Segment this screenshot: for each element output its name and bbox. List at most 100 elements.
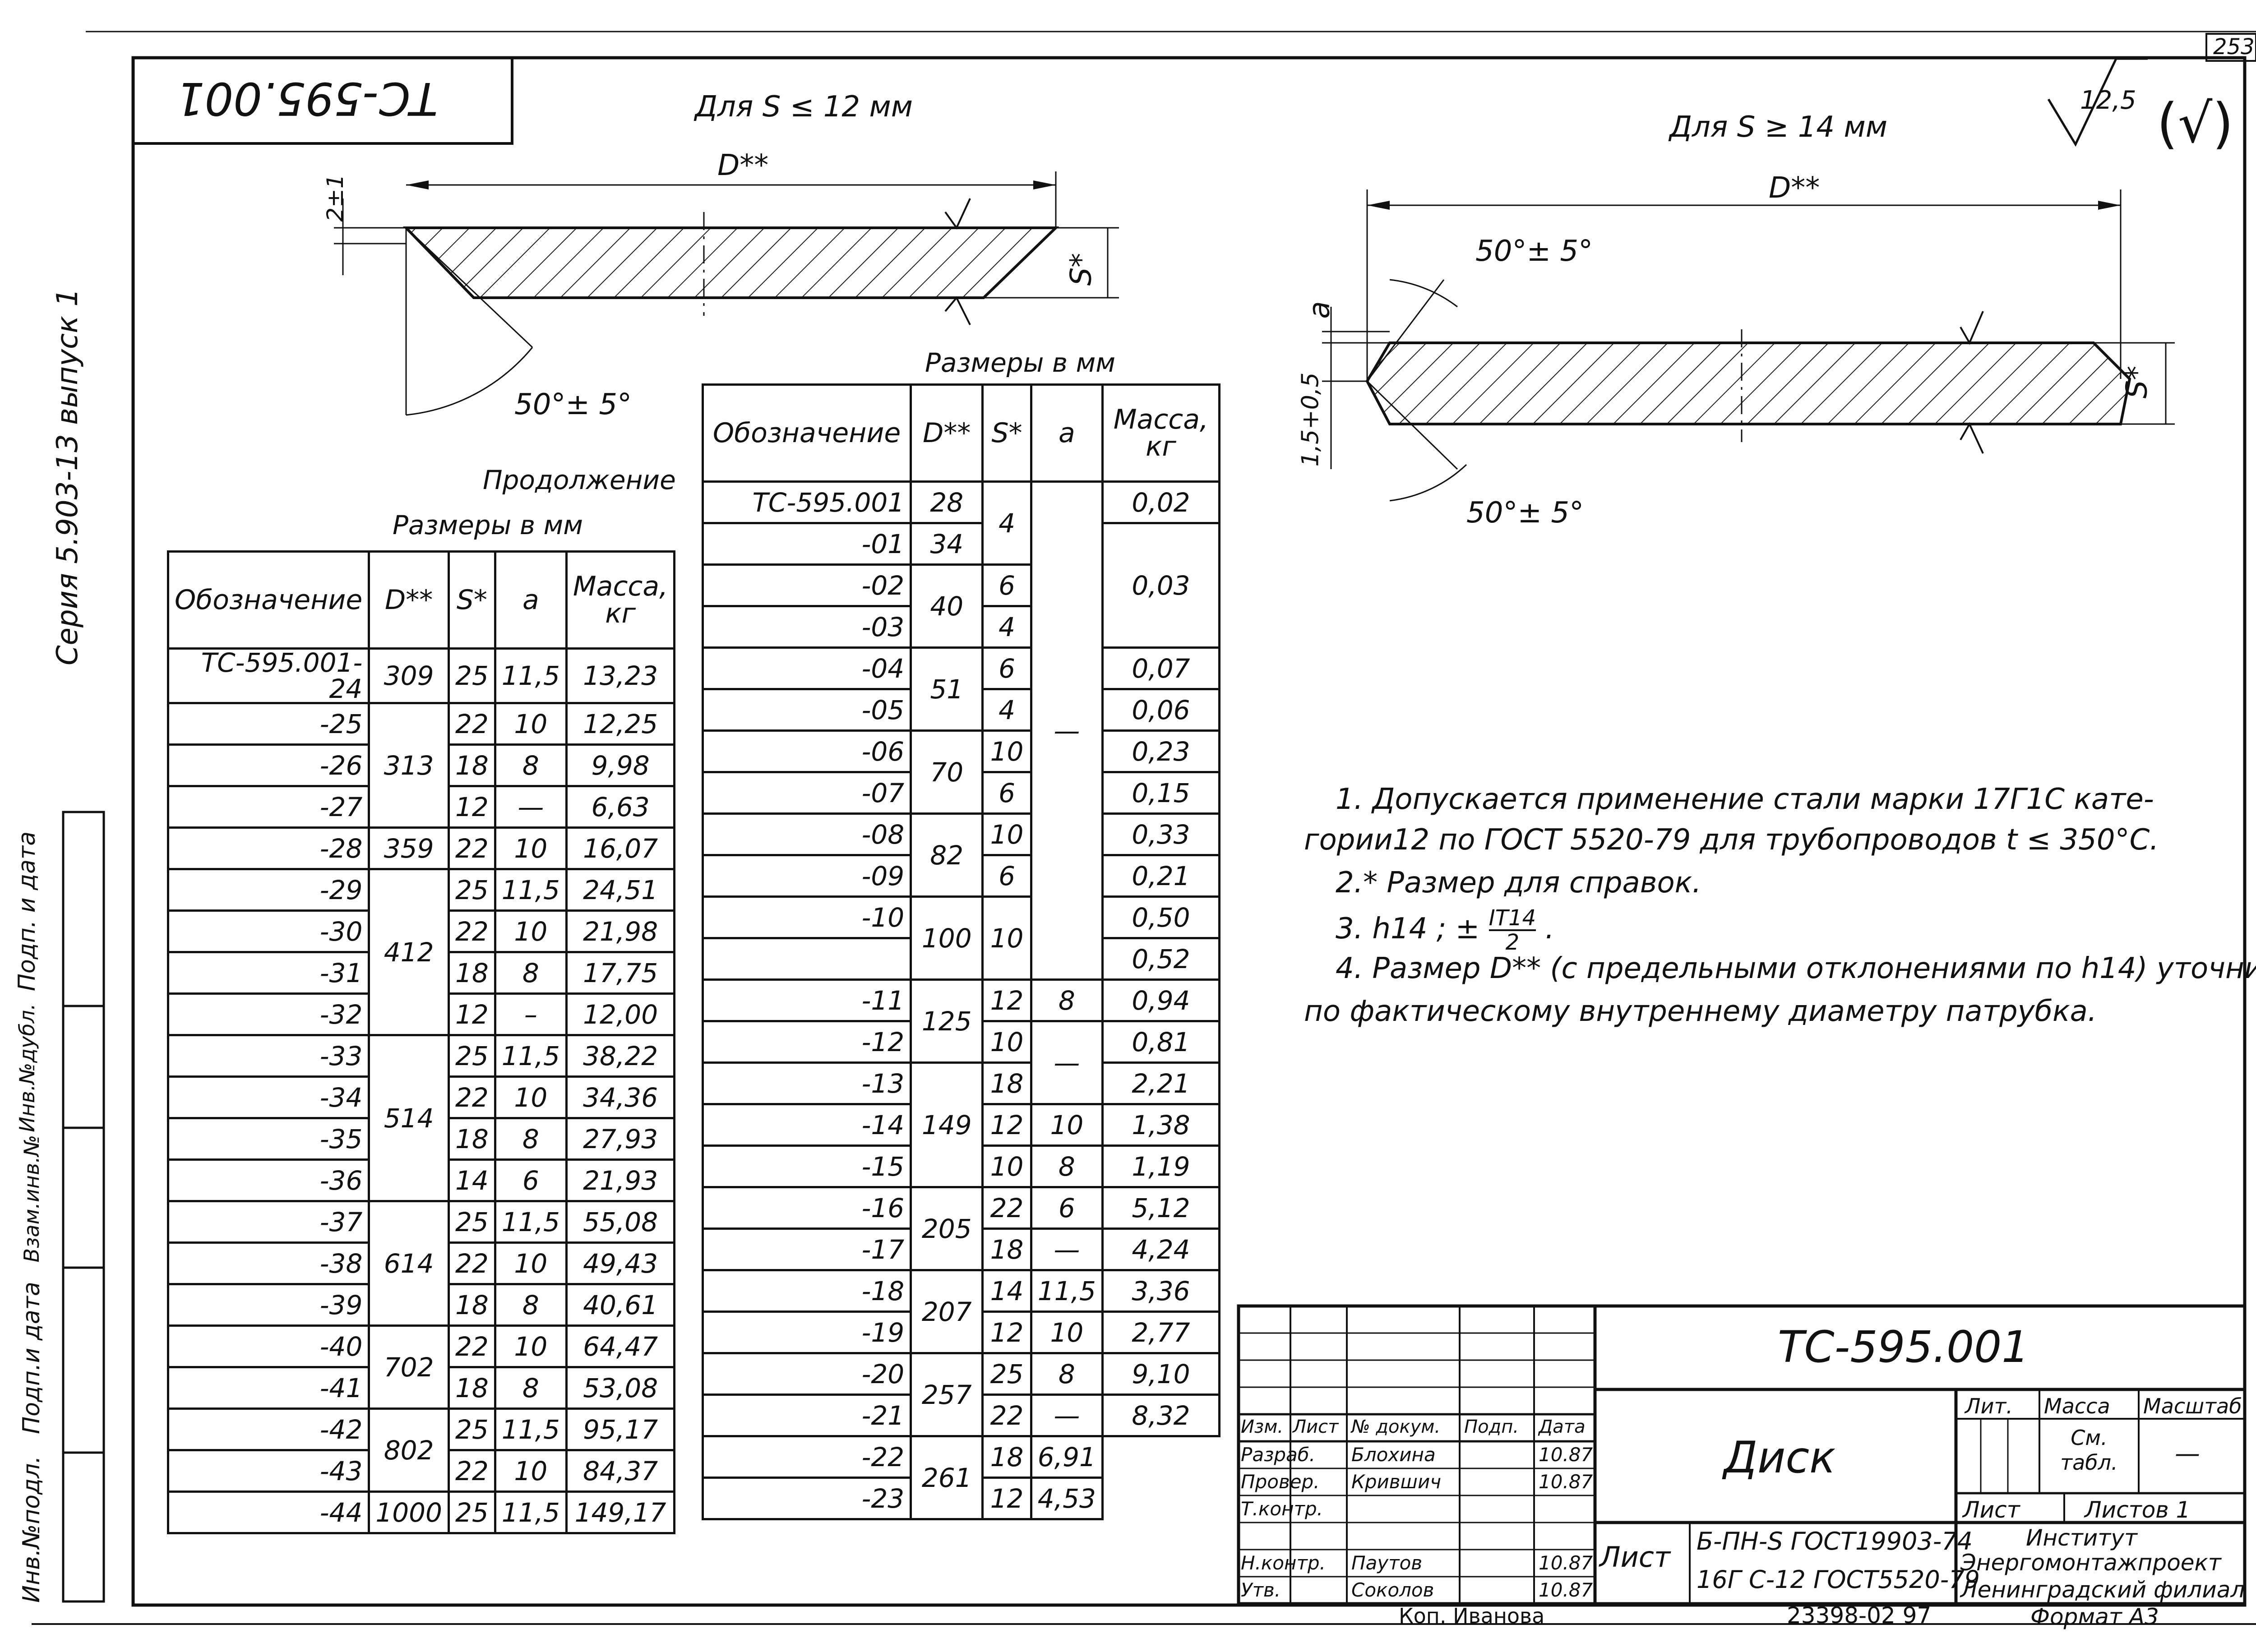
cell-diameter: 34 [910, 522, 984, 566]
cell-mass: 0,07 [1101, 646, 1221, 690]
note-3-prefix: 3. h14 ; ± [1336, 912, 1480, 946]
drawing-small-angle: 50°± 5° [514, 388, 632, 421]
cell-thickness: 22 [981, 1186, 1032, 1230]
designation-box [132, 56, 513, 145]
th-mass: Масса, кг [1101, 383, 1221, 483]
cell-a: 10 [494, 1449, 568, 1493]
cell-a: 11,5 [494, 1034, 568, 1078]
cell-a: 10 [1030, 1311, 1104, 1354]
tb-row-date: 10.87 [1539, 1444, 1593, 1466]
drawing-large-angle-top: 50°± 5° [1475, 235, 1593, 268]
cell-designation: -04 [701, 646, 912, 690]
cell-designation: -29 [166, 868, 370, 912]
cell-diameter: 82 [910, 812, 984, 898]
cell-thickness: 22 [981, 1394, 1032, 1437]
tb-scale-value: — [2175, 1439, 2200, 1468]
cell-diameter: 309 [368, 647, 450, 704]
th-s: S* [981, 383, 1032, 483]
cell-thickness: 6 [981, 646, 1032, 690]
cell-a: 8 [494, 951, 568, 995]
tb-row-person: Крившич [1351, 1471, 1442, 1493]
drawing-small-title: Для S ≤ 12 мм [695, 90, 913, 124]
sheet-number: 253 [2213, 34, 2255, 60]
cell-thickness: 14 [447, 1158, 496, 1202]
cell-designation: -22 [701, 1435, 912, 1479]
cell-a: 10 [494, 909, 568, 953]
cell-mass: 95,17 [565, 1407, 676, 1451]
cell-thickness: 12 [447, 785, 496, 829]
cell-diameter: 313 [368, 702, 450, 829]
cell-a: 10 [494, 1324, 568, 1368]
cell-a: 6 [494, 1158, 568, 1202]
cell-designation: -44 [166, 1490, 370, 1534]
tb-row-person: Блохина [1351, 1444, 1436, 1466]
cell-a: 11,5 [494, 1200, 568, 1244]
cell-designation: -09 [701, 854, 912, 898]
cell-designation: ТС-595.001 [701, 480, 912, 524]
cell-thickness: 25 [447, 868, 496, 912]
note-4b: по фактическому внутреннему диаметру пат… [1304, 995, 2097, 1028]
cell-designation: -19 [701, 1311, 912, 1354]
note-2: 2.* Размер для справок. [1336, 866, 1701, 900]
cell-diameter: 359 [368, 826, 450, 870]
continuation-label: Продолжение [483, 465, 676, 495]
tb-designation: ТС-595.001 [1778, 1322, 2029, 1372]
tb-row-date: 10.87 [1539, 1471, 1593, 1493]
cell-thickness: 14 [981, 1269, 1032, 1313]
cell-a: 10 [494, 1075, 568, 1119]
cell-diameter: 207 [910, 1269, 984, 1354]
cell-diameter: 614 [368, 1200, 450, 1327]
cell-a: 10 [494, 702, 568, 746]
cell-designation: ТС-595.001-24 [166, 647, 370, 704]
cell-mass: 6,63 [565, 785, 676, 829]
cell-designation: -02 [701, 563, 912, 607]
cell-designation: -11 [701, 978, 912, 1022]
note-3-denominator: 2 [1505, 930, 1520, 955]
tb-org-2: Энергомонтажпроект [1960, 1550, 2221, 1576]
sizes-label-right: Размеры в мм [925, 347, 1115, 378]
cell-thickness: 12 [981, 1103, 1032, 1147]
series-label: Серия 5.903-13 выпуск 1 [51, 288, 84, 666]
cell-a: 8 [494, 743, 568, 787]
drawing-large-dim-a: a [1303, 301, 1336, 319]
th-designation: Обозначение [166, 550, 370, 650]
cell-mass: 0,21 [1101, 854, 1221, 898]
cell-designation: -12 [701, 1020, 912, 1064]
tb-scale-label: Масштаб [2143, 1394, 2242, 1418]
cell-designation: -08 [701, 812, 912, 856]
cell-a: 10 [494, 826, 568, 870]
cell-diameter: 205 [910, 1186, 984, 1271]
cell-thickness: 12 [447, 992, 496, 1036]
tb-list-label: Лист [1600, 1541, 1671, 1574]
cell-mass: 1,38 [1101, 1103, 1221, 1147]
cell-mass: 64,47 [565, 1324, 676, 1368]
cell-designation: -39 [166, 1283, 370, 1327]
th-mass: Масса, кг [565, 550, 676, 650]
tb-row-role: Провер. [1241, 1471, 1320, 1493]
cell-designation: -26 [166, 743, 370, 787]
cell-a: – [494, 992, 568, 1036]
cell-mass: 149,17 [565, 1490, 676, 1534]
cell-diameter: 412 [368, 868, 450, 1036]
spec-table-left: Обозначение D** S* a Масса, кг ТС-595.00… [166, 550, 676, 1534]
tb-row-role: Н.контр. [1241, 1552, 1326, 1574]
tb-col-izm: Изм. [1241, 1417, 1284, 1437]
sheet-frame [131, 56, 2247, 1607]
cell-designation [701, 937, 912, 981]
cell-a: — [1030, 1394, 1104, 1437]
cell-designation: -35 [166, 1117, 370, 1161]
cell-diameter: 257 [910, 1352, 984, 1437]
tb-row-person: Соколов [1351, 1579, 1434, 1601]
cell-a: 10 [1030, 1103, 1104, 1147]
left-strip [62, 811, 105, 1603]
